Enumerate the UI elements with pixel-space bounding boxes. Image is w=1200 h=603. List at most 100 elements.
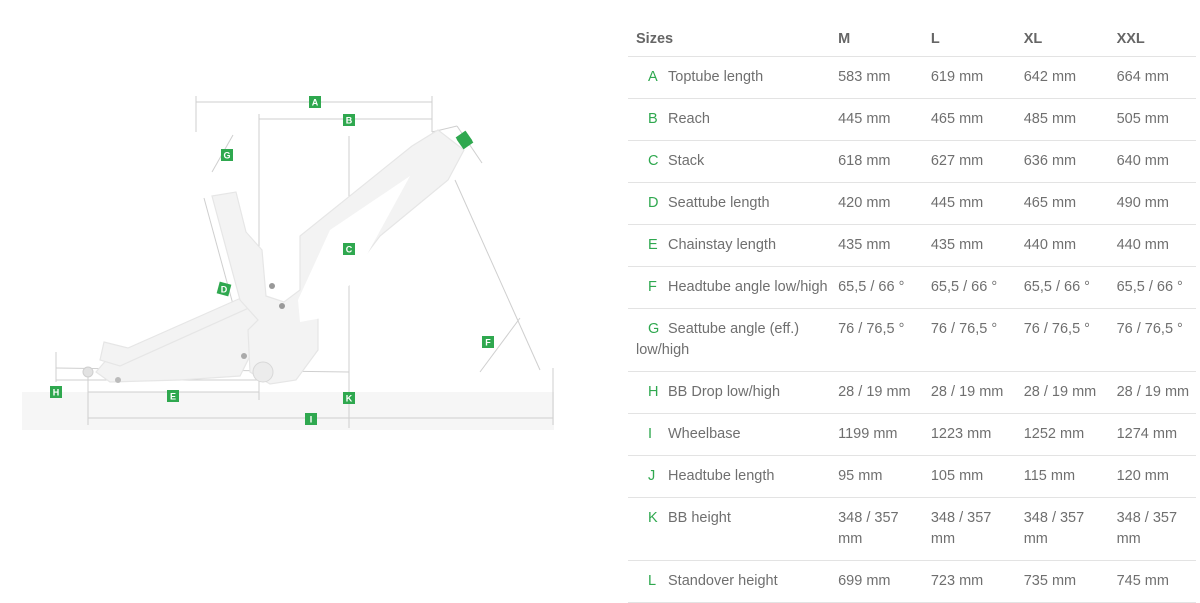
measurement-value: 435 mm (922, 224, 1016, 267)
measurement-letter: B (648, 111, 658, 127)
label-E: E (167, 390, 179, 402)
table-header-row: Sizes M L XL XXL (628, 22, 1196, 57)
measurement-value: 76 / 76,5 ° (922, 308, 1016, 372)
bike-frame (82, 129, 465, 385)
measurement-value: 723 mm (922, 560, 1016, 603)
measurement-label: Stack (668, 153, 705, 169)
measurement-letter: F (648, 279, 657, 295)
svg-text:D: D (221, 285, 228, 295)
measurement-value: 28 / 19 mm (1108, 371, 1196, 414)
header-size-xxl: XXL (1116, 31, 1145, 47)
measurement-value: 95 mm (830, 455, 923, 498)
measurement-value: 120 mm (1108, 455, 1196, 498)
ground-shadow (22, 392, 554, 430)
measurement-value: 115 mm (1015, 455, 1109, 498)
label-F: F (482, 336, 494, 348)
measurement-value: 485 mm (1015, 98, 1109, 141)
measurement-value: 465 mm (922, 98, 1016, 141)
measurement-label: Headtube angle low/high (668, 279, 828, 295)
label-B: B (343, 114, 355, 126)
measurement-value: 420 mm (830, 182, 923, 225)
measurement-value: 445 mm (922, 182, 1016, 225)
measurement-value: 65,5 / 66 ° (830, 266, 923, 309)
measurement-label: Chainstay length (668, 237, 777, 253)
measurement-value: 1252 mm (1015, 413, 1109, 456)
measurement-value: 636 mm (1015, 140, 1109, 183)
label-A: A (309, 96, 321, 108)
measurement-value: 735 mm (1015, 560, 1109, 603)
measurement-label: Seattube angle (eff.) low/high (636, 321, 800, 358)
svg-text:G: G (223, 151, 230, 161)
measurement-value: 745 mm (1108, 560, 1196, 603)
measurement-value: 664 mm (1108, 56, 1196, 99)
label-I: I (305, 413, 317, 425)
measurement-value: 619 mm (922, 56, 1016, 99)
measurement-value: 76 / 76,5 ° (830, 308, 923, 372)
measurement-label: Wheelbase (668, 426, 741, 442)
svg-text:K: K (346, 394, 353, 404)
measurement-name-cell: I Wheelbase (628, 413, 831, 456)
header-size-m: M (838, 31, 851, 47)
measurement-value: 505 mm (1108, 98, 1196, 141)
measurement-value: 348 / 357 mm (830, 497, 923, 561)
measurement-value: 348 / 357 mm (1108, 497, 1196, 561)
measurement-value: 76 / 76,5 ° (1015, 308, 1109, 372)
measurement-letter: G (648, 321, 660, 337)
svg-text:F: F (485, 338, 491, 348)
measurement-value: 440 mm (1015, 224, 1109, 267)
measurement-letter: J (648, 468, 656, 484)
svg-text:E: E (170, 392, 176, 402)
measurement-letter: C (648, 153, 659, 169)
svg-text:H: H (53, 388, 60, 398)
label-K: K (343, 392, 355, 404)
label-D: D (216, 281, 232, 297)
measurement-label: Toptube length (668, 69, 764, 85)
measurement-label: Standover height (668, 573, 778, 589)
measurement-label: BB height (668, 510, 731, 526)
measurement-name-cell: F Headtube angle low/high (628, 266, 831, 309)
svg-text:B: B (346, 116, 353, 126)
measurement-value: 583 mm (830, 56, 923, 99)
measurement-letter: L (648, 573, 657, 589)
measurement-value: 1223 mm (922, 413, 1016, 456)
measurement-label: Seattube length (668, 195, 770, 211)
measurement-value: 699 mm (830, 560, 923, 603)
measurement-name-cell: K BB height (628, 497, 831, 561)
measurement-letter: I (648, 426, 653, 442)
measurement-value: 465 mm (1015, 182, 1109, 225)
measurement-value: 435 mm (830, 224, 923, 267)
measurement-letter: K (648, 510, 658, 526)
measurement-value: 1199 mm (830, 413, 923, 456)
header-size-xl: XL (1023, 31, 1043, 47)
measurement-value: 28 / 19 mm (830, 371, 923, 414)
measurement-value: 28 / 19 mm (1015, 371, 1109, 414)
measurement-value: 1274 mm (1108, 413, 1196, 456)
svg-text:I: I (310, 415, 313, 425)
measurement-value: 640 mm (1108, 140, 1196, 183)
measurement-letter: D (648, 195, 659, 211)
measurement-value: 348 / 357 mm (1015, 497, 1109, 561)
header-size-l: L (930, 31, 940, 47)
measurement-value: 65,5 / 66 ° (922, 266, 1016, 309)
label-C: C (343, 243, 355, 255)
measurement-name-cell: D Seattube length (628, 182, 831, 225)
measurement-value: 65,5 / 66 ° (1108, 266, 1196, 309)
measurement-label: Headtube length (668, 468, 775, 484)
measurement-name-cell: L Standover height (628, 560, 831, 603)
measurement-letter: A (648, 69, 658, 85)
measurement-value: 618 mm (830, 140, 923, 183)
